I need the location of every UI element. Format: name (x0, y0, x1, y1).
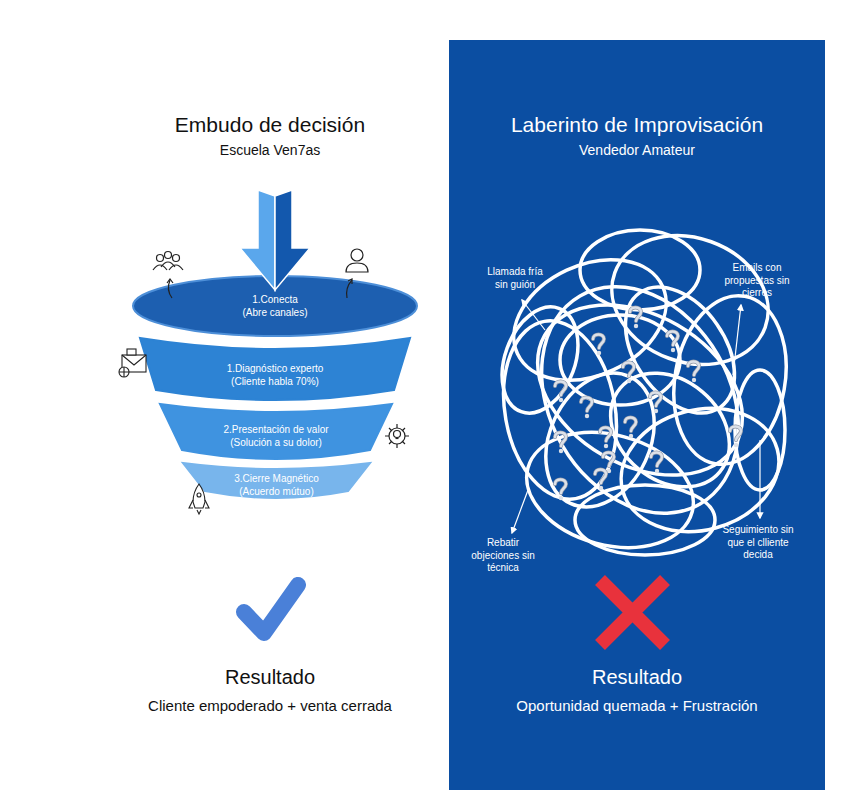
bulb (394, 431, 401, 438)
section-heading: Embudo de decisión (120, 112, 420, 138)
band-text: 2.Presentación de valor(Solución a su do… (160, 410, 392, 462)
icon-body (346, 263, 368, 272)
speech-bubble (127, 349, 136, 355)
band-outline (140, 338, 410, 400)
icon-arrow-head (167, 279, 173, 283)
band-shape (132, 275, 418, 337)
panel-heading: Laberinto de Improvisación (449, 112, 825, 138)
band-subtitle: (Acuerdo mútuo) (239, 485, 313, 498)
band-subtitle: (Solución a su dolor) (230, 436, 322, 449)
globe (119, 367, 129, 377)
band-text: 1.Conecta(Abre canales) (132, 275, 418, 337)
funnel-top: 1.Conecta(Abre canales) (132, 275, 418, 337)
funnel-band: 1.Diagnóstico experto(Cliente habla 70%) (140, 338, 410, 402)
band-subtitle: (Cliente habla 70%) (231, 375, 319, 388)
mail-icon (119, 349, 146, 377)
result-text: Cliente empoderado + venta cerrada (80, 697, 460, 716)
band-text: 3.Cierre Magnético(Acuerdo mútuo) (183, 469, 370, 500)
band-title: 2.Presentación de valor (223, 423, 328, 436)
callout-text: Emails con propuestas sin cierres (719, 262, 795, 300)
bulb-base (396, 438, 399, 439)
icon-head (351, 249, 363, 261)
gear-icon (385, 424, 409, 448)
icon-head (157, 255, 164, 262)
icon-body (161, 262, 175, 267)
band-outline (183, 463, 370, 498)
band-subtitle: (Abre canales) (242, 306, 307, 319)
band-title: 3.Cierre Magnético (234, 472, 318, 485)
callout-text: Llamada fría sin guión (482, 266, 548, 291)
band-outline (160, 404, 392, 459)
icon-head (173, 255, 180, 262)
callout-text: Rebatir objeciones sin técnica (466, 537, 540, 575)
rocket-flame (197, 510, 201, 514)
band-text: 1.Diagnóstico experto(Cliente habla 70%) (140, 348, 410, 402)
result-heading: Resultado (120, 665, 420, 690)
callout-text: Seguimiento sin que el clliente decida (717, 524, 799, 562)
rocket-fins (189, 500, 209, 508)
check-mark (244, 585, 298, 633)
rocket-window (197, 493, 201, 497)
band-title: 1.Diagnóstico experto (227, 362, 324, 375)
icon-body (169, 265, 183, 270)
envelope-flap (122, 355, 146, 365)
result-text: Oportunidad quemada + Frustración (449, 697, 825, 716)
panel-subtitle: Vendedor Amateur (449, 142, 825, 160)
band-title: 1.Conecta (252, 293, 298, 306)
icon-body (153, 265, 167, 270)
funnel-band: 3.Cierre Magnético(Acuerdo mútuo) (183, 463, 370, 500)
icon-head (165, 252, 172, 259)
band-ellipse (133, 276, 417, 336)
arrow-left-face (240, 190, 275, 290)
funnel-band: 2.Presentación de valor(Solución a su do… (160, 404, 392, 462)
envelope (122, 355, 146, 372)
gear-ring (389, 428, 405, 444)
dark-panel: Laberinto de ImprovisaciónVendedor Amate… (449, 40, 825, 790)
section-subtitle: Escuela Ven7as (120, 142, 420, 160)
result-heading: Resultado (449, 665, 825, 690)
gear-teeth (385, 424, 409, 448)
arrow-right-face (275, 190, 310, 290)
globe-lines (119, 367, 129, 377)
